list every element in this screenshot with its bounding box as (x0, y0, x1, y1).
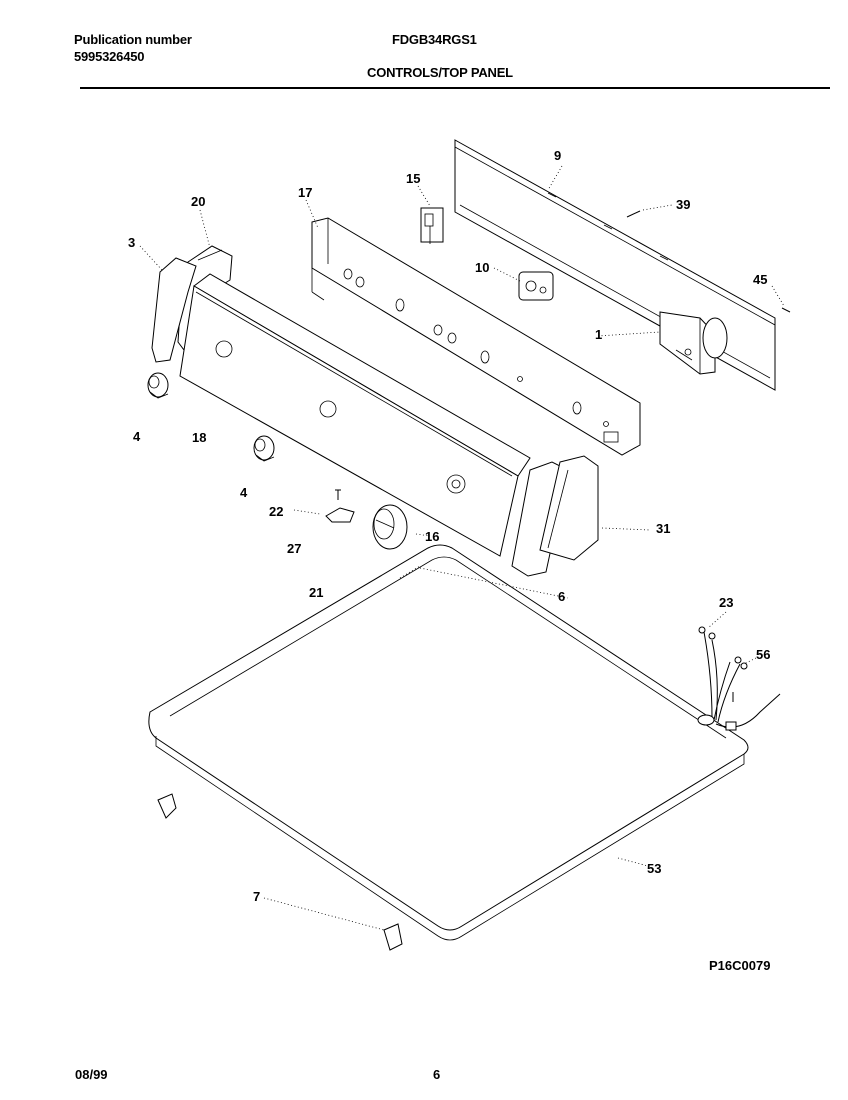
part-clip-27 (325, 507, 355, 523)
callout-53: 53 (647, 861, 661, 876)
callout-45: 45 (753, 272, 767, 287)
part-top-panel (148, 544, 749, 941)
part-screw-22 (335, 489, 341, 500)
callout-15: 15 (406, 171, 420, 186)
callout-23: 23 (719, 595, 733, 610)
part-timer-knob (372, 504, 408, 550)
part-control-bracket (311, 217, 641, 456)
publication-number: 5995326450 (74, 49, 145, 64)
callout-4-middle: 4 (240, 485, 248, 500)
part-screw-45 (771, 285, 791, 313)
callout-9: 9 (554, 148, 561, 163)
section-title: CONTROLS/TOP PANEL (367, 65, 513, 80)
page-number: 6 (433, 1067, 441, 1082)
callout-6: 6 (558, 589, 565, 604)
callout-4-left: 4 (133, 429, 141, 444)
callout-18: 18 (192, 430, 206, 445)
part-clip-left (157, 793, 177, 819)
callout-3: 3 (128, 235, 135, 250)
callout-21: 21 (309, 585, 323, 600)
part-left-end-panel (151, 257, 197, 363)
drawing-code: P16C0079 (709, 958, 771, 973)
part-switch (420, 207, 444, 244)
part-wire-harness (697, 626, 781, 731)
leader-lines (139, 165, 757, 931)
part-console (179, 273, 531, 557)
callout-39: 39 (676, 197, 690, 212)
part-right-end-cap (511, 455, 599, 577)
callout-1: 1 (595, 327, 602, 342)
callout-17: 17 (298, 185, 312, 200)
part-knob-middle (253, 435, 275, 462)
callout-22: 22 (269, 504, 283, 519)
callout-31: 31 (656, 521, 670, 536)
model-number: FDGB34RGS1 (392, 32, 477, 47)
part-selector-switch (518, 271, 554, 301)
callout-20: 20 (191, 194, 205, 209)
header-rule (80, 87, 830, 89)
callout-10: 10 (475, 260, 489, 275)
part-screw-39 (626, 204, 673, 218)
callout-16: 16 (425, 529, 439, 544)
publication-label: Publication number (74, 32, 192, 47)
part-clip-bottom (383, 923, 403, 951)
part-knob-left (147, 372, 169, 399)
callout-56: 56 (756, 647, 770, 662)
callout-27: 27 (287, 541, 301, 556)
footer-date: 08/99 (75, 1067, 108, 1082)
part-timer (659, 311, 728, 375)
callout-7: 7 (253, 889, 260, 904)
